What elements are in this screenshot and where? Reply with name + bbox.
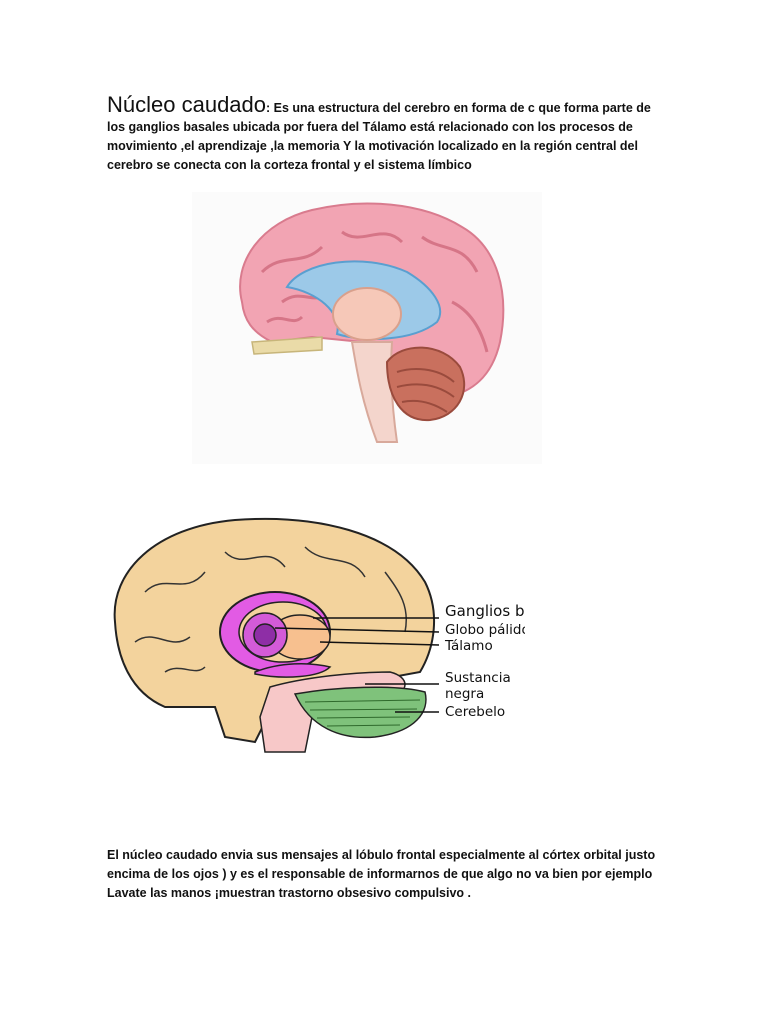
brain-model-photo <box>192 192 542 464</box>
label-globo-palido: Globo pálido <box>445 622 525 638</box>
label-cerebelo: Cerebelo <box>445 704 505 720</box>
label-sustancia: Sustancia <box>445 670 511 686</box>
intro-text: : Es una estructura del cerebro en forma… <box>107 101 651 172</box>
label-talamo: Tálamo <box>444 638 493 654</box>
label-negra: negra <box>445 686 484 702</box>
intro-paragraph: Núcleo caudado: Es una estructura del ce… <box>107 92 667 175</box>
outro-paragraph: El núcleo caudado envia sus mensajes al … <box>107 848 656 900</box>
page-title: Núcleo caudado <box>107 92 267 117</box>
globo-palido-shape <box>253 623 277 647</box>
label-ganglios-basales: Ganglios basales <box>445 602 525 620</box>
basal-ganglia-diagram: Ganglios basales Globo pálido Tálamo Sus… <box>113 517 525 753</box>
